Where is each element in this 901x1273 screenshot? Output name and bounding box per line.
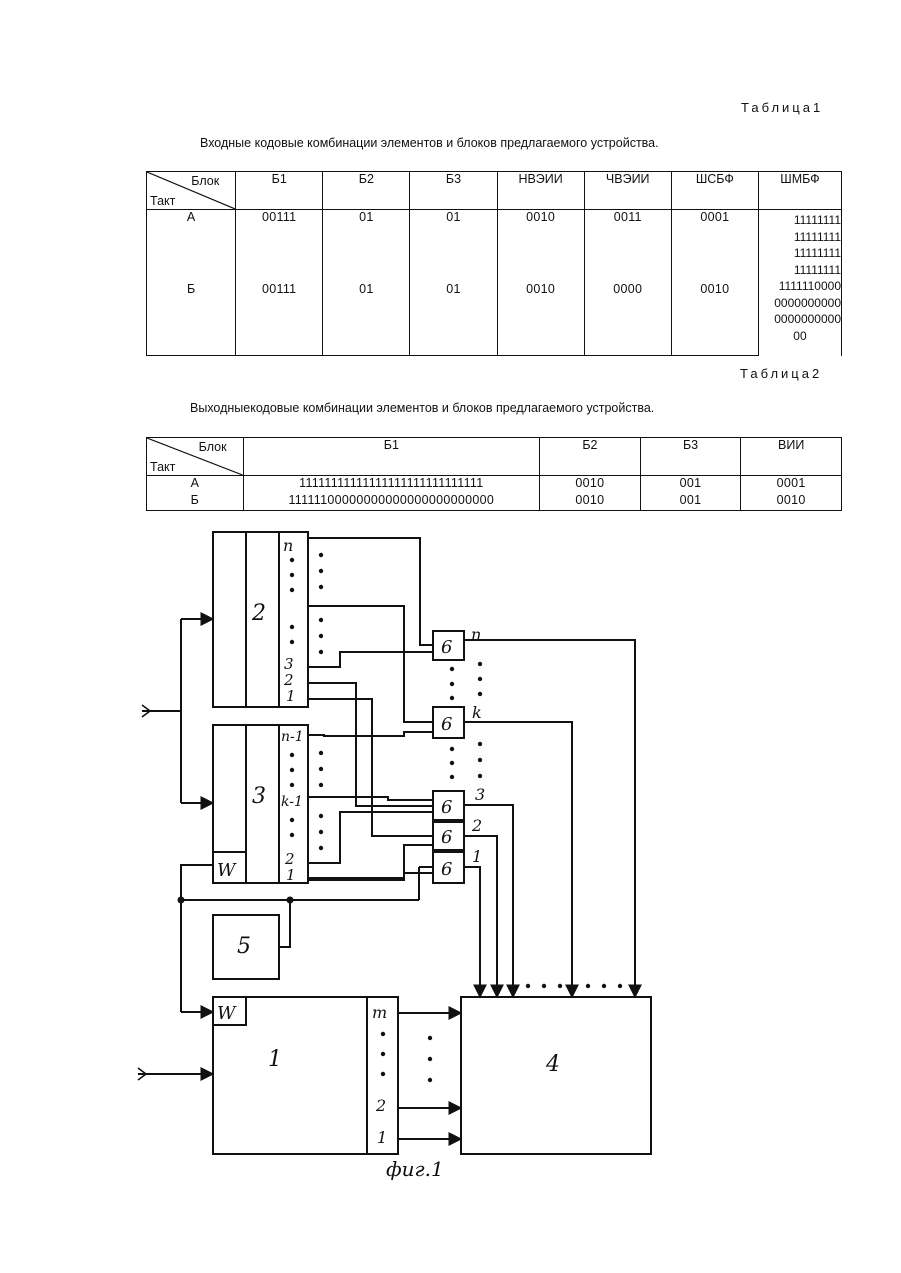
block-3-write-label: W <box>217 860 237 881</box>
block-6-3-label: 6 <box>441 797 452 818</box>
table1-cell: 0010 <box>671 282 758 356</box>
block-1-label: 1 <box>268 1047 282 1072</box>
table2-takt-a: А <box>147 476 244 493</box>
table1-cell: 0011 <box>584 210 671 282</box>
table1-corner-block: Блок <box>191 174 219 188</box>
block-6-2-label: 6 <box>441 827 452 848</box>
table2-cell: 11111100000000000000000000000 <box>243 493 540 511</box>
input-codes-table: Блок Такт Б1 Б2 Б3 НВЭИИ ЧВЭИИ ШСБФ ШМБФ… <box>146 171 842 356</box>
b3-out-n-1: n-1 <box>281 729 304 745</box>
table2-caption: Таблица2 <box>740 366 822 381</box>
b2-out-n: n <box>283 536 293 555</box>
block-diagram: 2 3 5 1 4 W W n 3 2 1 n-1 k-1 2 1 m 2 1 … <box>0 520 901 1220</box>
table2-corner-takt: Такт <box>150 460 175 474</box>
table1-col-nveii: НВЭИИ <box>497 172 584 210</box>
table2-corner-block: Блок <box>199 440 227 454</box>
table1-shmbf-cell: 11111111 11111111 11111111 11111111 1111… <box>758 210 841 356</box>
table1-cell: 0010 <box>497 282 584 356</box>
table2-corner-cell: Блок Такт <box>147 438 244 476</box>
table2-cell: 11111111111111111111111111111 <box>243 476 540 493</box>
b6-out-k: k <box>472 703 482 722</box>
b2-out-1: 1 <box>286 687 296 705</box>
block-5-label: 5 <box>237 934 251 959</box>
table1-cell: 0000 <box>584 282 671 356</box>
table1-cell: 01 <box>410 210 497 282</box>
b6-out-n: n <box>471 625 481 644</box>
table1-cell: 00111 <box>236 282 323 356</box>
table1-title: Входные кодовые комбинации элементов и б… <box>200 136 659 150</box>
table2-title: Выходныекодовые комбинации элементов и б… <box>190 401 654 415</box>
table2-cell: 001 <box>640 493 741 511</box>
table1-cell: 0001 <box>671 210 758 282</box>
output-codes-table: Блок Такт Б1 Б2 Б3 ВИИ А 111111111111111… <box>146 437 842 511</box>
table2-col-b3: Б3 <box>640 438 741 476</box>
table2-col-b1: Б1 <box>243 438 540 476</box>
b1-out-m: m <box>372 1003 387 1022</box>
shmbf-line: 11111111 <box>759 212 841 229</box>
table2-cell: 0010 <box>540 476 641 493</box>
block-6-n-label: 6 <box>441 637 452 658</box>
table1-cell: 00111 <box>236 210 323 282</box>
table1-col-chveii: ЧВЭИИ <box>584 172 671 210</box>
block-2-label: 2 <box>251 601 266 626</box>
b6-out-3: 3 <box>475 785 485 804</box>
shmbf-line: 11111111 <box>759 262 841 279</box>
shmbf-line: 1111110000 <box>759 278 841 295</box>
b1-out-1: 1 <box>377 1128 387 1147</box>
shmbf-line: 11111111 <box>759 229 841 246</box>
table1-cell: 01 <box>323 210 410 282</box>
shmbf-line: 0000000000 <box>759 311 841 328</box>
block-6-1-label: 6 <box>441 859 452 880</box>
block-4-label: 4 <box>545 1052 560 1077</box>
table1-corner-takt: Такт <box>150 194 175 208</box>
shmbf-line: 00 <box>759 328 841 345</box>
table1-takt-b: Б <box>147 282 236 356</box>
block-3-label: 3 <box>252 784 266 809</box>
table2-cell: 0010 <box>741 493 842 511</box>
table1-caption: Таблица1 <box>741 100 823 115</box>
table2-cell: 0010 <box>540 493 641 511</box>
table1-col-shsbf: ШСБФ <box>671 172 758 210</box>
block-1-write-label: W <box>217 1003 237 1024</box>
table2-col-vii: ВИИ <box>741 438 842 476</box>
block-1 <box>213 997 398 1154</box>
table1-col-b3: Б3 <box>410 172 497 210</box>
table1-cell: 01 <box>410 282 497 356</box>
table2-takt-b: Б <box>147 493 244 511</box>
table1-cell: 0010 <box>497 210 584 282</box>
table2-cell: 001 <box>640 476 741 493</box>
table2-cell: 0001 <box>741 476 842 493</box>
table1-takt-a: А <box>147 210 236 282</box>
b3-out-1: 1 <box>286 866 296 884</box>
b3-out-k-1: k-1 <box>281 794 303 810</box>
block-6-k-label: 6 <box>441 714 452 735</box>
table1-col-b1: Б1 <box>236 172 323 210</box>
table1-corner-cell: Блок Такт <box>147 172 236 210</box>
b1-out-2: 2 <box>375 1096 386 1115</box>
figure-caption: фиг.1 <box>386 1157 444 1181</box>
table1-col-b2: Б2 <box>323 172 410 210</box>
shmbf-line: 11111111 <box>759 245 841 262</box>
b6-out-2: 2 <box>471 816 482 835</box>
shmbf-line: 0000000000 <box>759 295 841 312</box>
table1-cell: 01 <box>323 282 410 356</box>
table1-col-shmbf: ШМБФ <box>758 172 841 210</box>
table2-col-b2: Б2 <box>540 438 641 476</box>
b6-out-1: 1 <box>472 847 482 866</box>
